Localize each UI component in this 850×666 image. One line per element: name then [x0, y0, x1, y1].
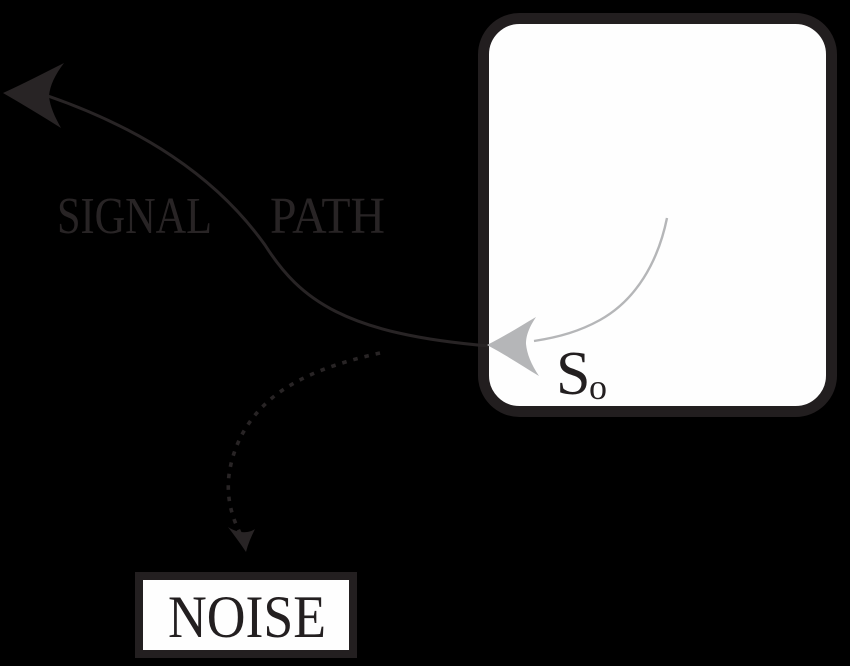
output-signal-arrowhead-icon — [487, 317, 539, 376]
output-signal-curve — [533, 217, 669, 343]
signal-path-label-path: PATH — [270, 188, 385, 245]
signal-path-label-signal: SIGNAL — [57, 188, 212, 245]
noise-label: NOISE — [168, 584, 326, 650]
noise-arrowhead-icon — [228, 527, 255, 552]
signal-path-curve — [47, 94, 490, 348]
device-box — [478, 13, 837, 417]
output-signal-label: S o — [556, 340, 607, 408]
output-signal-subscript: o — [589, 367, 607, 407]
output-signal-symbol: S — [556, 340, 590, 408]
noise-box — [135, 572, 357, 658]
signal-arrowhead-icon — [3, 63, 64, 128]
noise-path-curve — [226, 351, 381, 538]
